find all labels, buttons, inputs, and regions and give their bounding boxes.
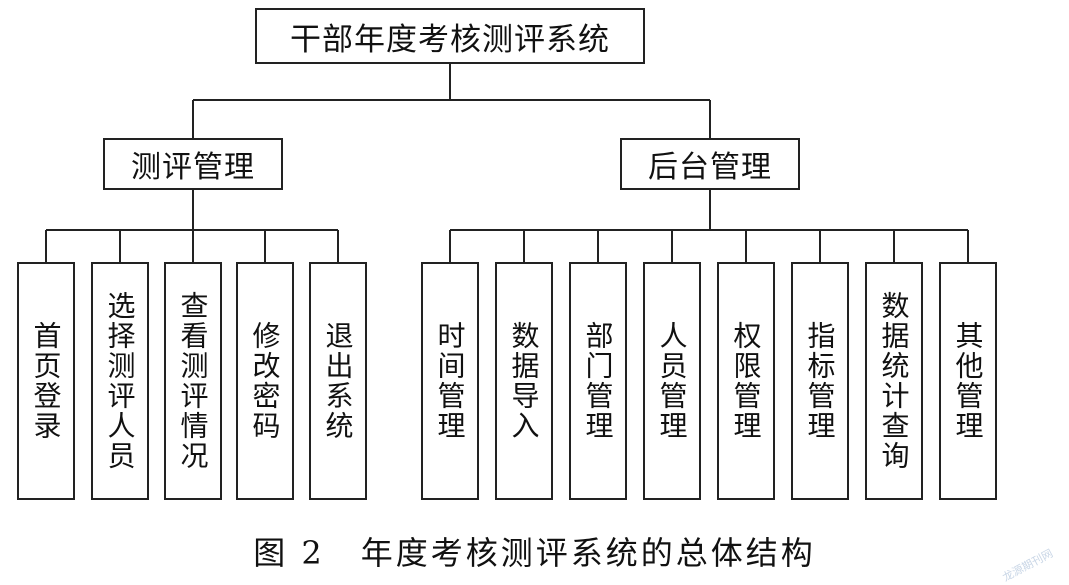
branch-label: 后台管理	[648, 150, 772, 185]
branch-node-assessment: 测评管理	[103, 138, 283, 190]
leaf-label: 退出系统	[321, 321, 355, 441]
root-node: 干部年度考核测评系统	[255, 8, 645, 64]
leaf-node: 查看测评情况	[164, 262, 222, 500]
leaf-node: 时间管理	[421, 262, 479, 500]
figure-number: 图 2	[253, 534, 325, 572]
leaf-label: 查看测评情况	[176, 291, 210, 471]
leaf-label: 选择测评人员	[103, 291, 137, 471]
leaf-node: 首页登录	[17, 262, 75, 500]
branch-label: 测评管理	[131, 150, 255, 185]
leaf-node: 数据导入	[495, 262, 553, 500]
leaf-node: 退出系统	[309, 262, 367, 500]
leaf-label: 数据统计查询	[877, 291, 911, 471]
leaf-label: 权限管理	[729, 321, 763, 441]
leaf-node: 人员管理	[643, 262, 701, 500]
leaf-label: 修改密码	[248, 321, 282, 441]
leaf-node: 修改密码	[236, 262, 294, 500]
leaf-label: 人员管理	[655, 321, 689, 441]
leaf-node: 其他管理	[939, 262, 997, 500]
leaf-node: 部门管理	[569, 262, 627, 500]
figure-caption: 图 2 年度考核测评系统的总体结构	[0, 528, 1069, 574]
figure-title: 年度考核测评系统的总体结构	[360, 534, 816, 572]
leaf-node: 指标管理	[791, 262, 849, 500]
root-label: 干部年度考核测评系统	[290, 21, 610, 58]
leaf-label: 指标管理	[803, 321, 837, 441]
leaf-node: 权限管理	[717, 262, 775, 500]
leaf-label: 数据导入	[507, 321, 541, 441]
leaf-label: 首页登录	[29, 321, 63, 441]
leaf-node: 选择测评人员	[91, 262, 149, 500]
leaf-label: 时间管理	[433, 321, 467, 441]
leaf-label: 部门管理	[581, 321, 615, 441]
branch-node-backend: 后台管理	[620, 138, 800, 190]
leaf-label: 其他管理	[951, 321, 985, 441]
leaf-node: 数据统计查询	[865, 262, 923, 500]
